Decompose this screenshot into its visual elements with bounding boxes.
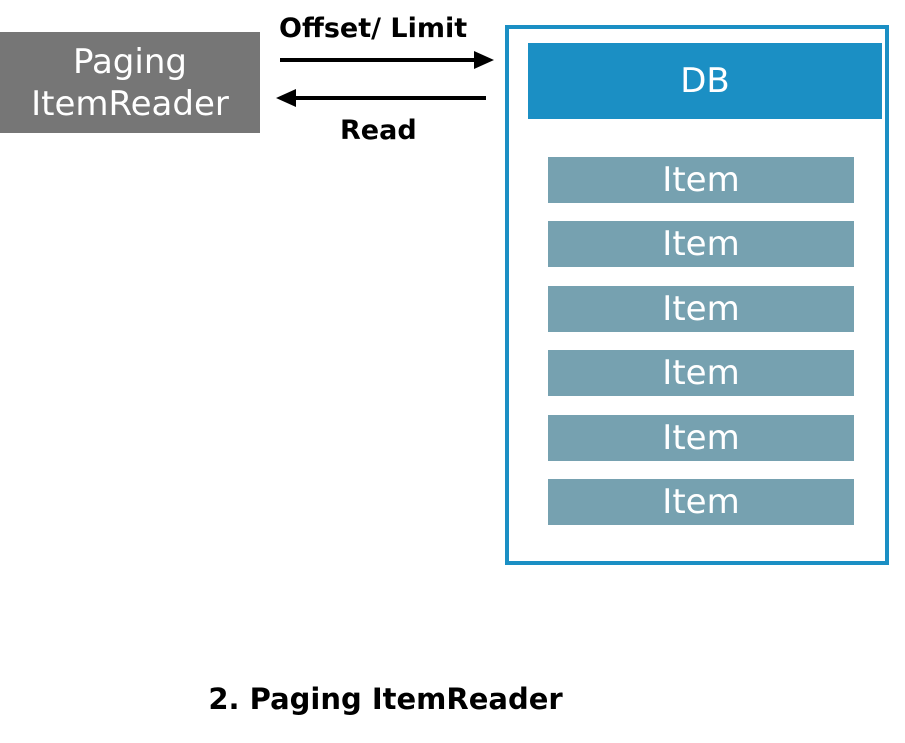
db-item: Item (548, 286, 854, 332)
db-item: Item (548, 157, 854, 203)
paging-itemreader-box: Paging ItemReader (0, 32, 260, 133)
figure-caption: 2. Paging ItemReader (208, 682, 563, 716)
db-item: Item (548, 221, 854, 267)
db-item: Item (548, 415, 854, 461)
request-arrow (280, 51, 494, 69)
db-item: Item (548, 350, 854, 396)
offset-limit-label: Offset/ Limit (279, 13, 468, 44)
db-item: Item (548, 479, 854, 525)
reader-label-line2: ItemReader (31, 83, 229, 124)
db-header: DB (528, 43, 882, 119)
reader-label-line1: Paging (73, 41, 187, 82)
read-label: Read (340, 115, 417, 146)
read-arrow (276, 89, 486, 107)
